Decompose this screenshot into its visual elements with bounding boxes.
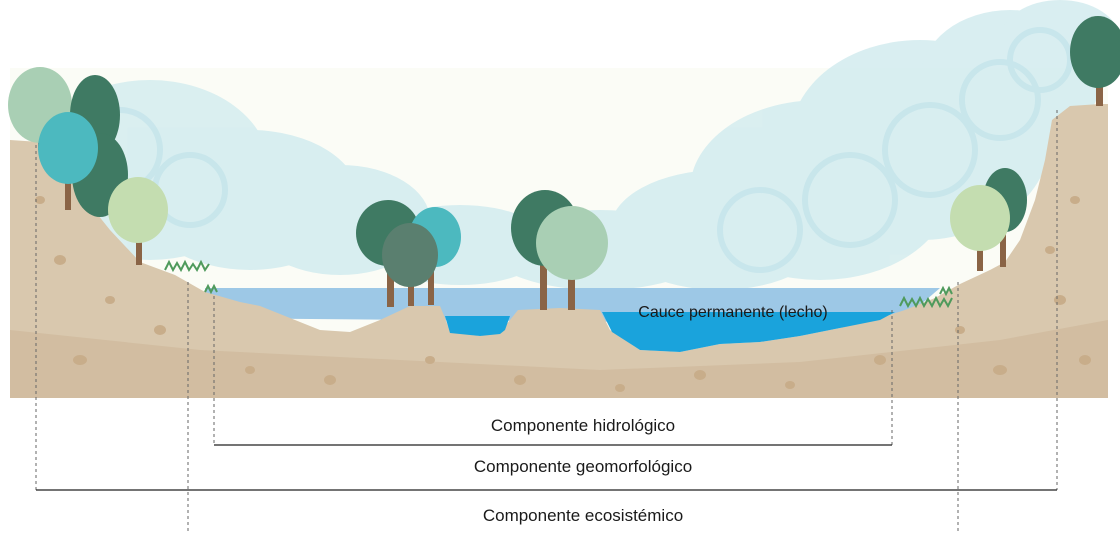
tree-left-4 [108, 177, 168, 265]
tree-left-3 [38, 112, 98, 210]
component-brackets [36, 444, 1057, 491]
soil-shadow [10, 320, 1108, 398]
soil-pebbles [35, 196, 1091, 392]
componente-geomorfologico-label: Componente geomorfológico [473, 457, 693, 476]
tree-right-3 [1070, 16, 1120, 106]
river-water-deep-right [602, 312, 895, 352]
dashed-boundaries [35, 110, 1058, 533]
riparian-grass [164, 259, 953, 309]
cauce-permanente-label: Cauce permanente (lecho) [638, 304, 828, 321]
tree-center-3 [382, 223, 438, 306]
mist-swirls [77, 27, 1073, 273]
componente-hidrologico-label: Componente hidrológico [490, 416, 676, 435]
river-water-deep-left [445, 316, 510, 336]
tree-center-5 [536, 206, 608, 310]
ground-soil [10, 104, 1108, 398]
tree-right-2 [950, 185, 1010, 271]
componente-ecosistemico-label: Componente ecosistémico [482, 506, 684, 525]
